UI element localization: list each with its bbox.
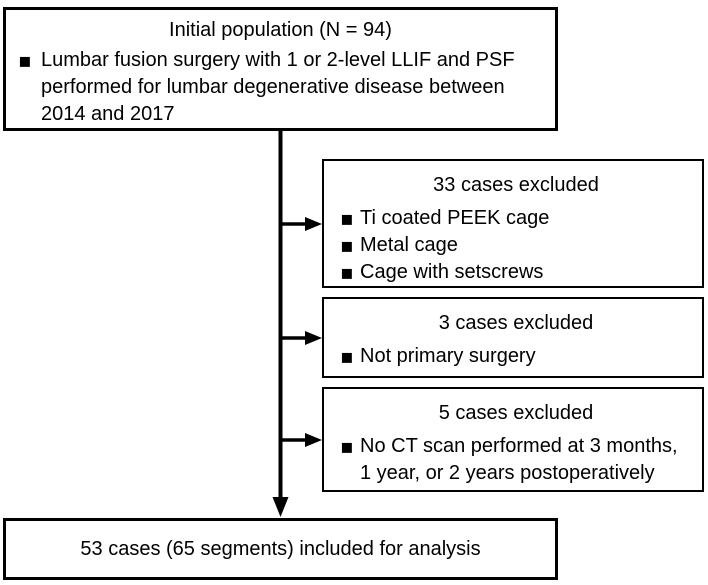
initial-population-box: Initial population (N = 94) ▪ Lumbar fus…: [3, 7, 558, 131]
initial-population-bullets: ▪ Lumbar fusion surgery with 1 or 2-leve…: [18, 47, 543, 128]
exclusion-box-1-bullets: ▪ Ti coated PEEK cage ▪ Metal cage ▪ Cag…: [340, 205, 692, 286]
final-analysis-box: 53 cases (65 segments) included for anal…: [3, 518, 558, 580]
bullet-item: ▪ Cage with setscrews: [340, 259, 692, 286]
exclusion-box-3-bullets: ▪ No CT scan performed at 3 months, 1 ye…: [340, 433, 692, 487]
exclusion-box-2: 3 cases excluded ▪ Not primary surgery: [322, 297, 704, 378]
bullet-item: ▪ No CT scan performed at 3 months, 1 ye…: [340, 433, 692, 487]
bullet-text: Metal cage: [360, 234, 458, 256]
bullet-item: ▪ Metal cage: [340, 232, 692, 259]
arrow-to-exclusion-1: [280, 217, 322, 231]
initial-population-title: Initial population (N = 94): [169, 19, 392, 41]
exclusion-box-1-title: 33 cases excluded: [433, 174, 599, 196]
bullet-item: ▪ Ti coated PEEK cage: [340, 205, 692, 232]
bullet-text: No CT scan performed at 3 months, 1 year…: [360, 435, 678, 484]
bullet-item: ▪ Lumbar fusion surgery with 1 or 2-leve…: [18, 47, 543, 128]
exclusion-box-1: 33 cases excluded ▪ Ti coated PEEK cage …: [322, 159, 704, 288]
exclusion-box-2-bullets: ▪ Not primary surgery: [340, 343, 692, 370]
exclusion-box-3-title: 5 cases excluded: [438, 402, 594, 424]
arrow-down-to-final: [272, 129, 289, 517]
bullet-square-icon: ▪: [340, 206, 354, 230]
exclusion-box-3: 5 cases excluded ▪ No CT scan performed …: [322, 387, 704, 492]
final-analysis-title: 53 cases (65 segments) included for anal…: [80, 537, 481, 560]
bullet-square-icon: ▪: [18, 48, 32, 72]
arrow-to-exclusion-3: [280, 433, 322, 447]
arrow-to-exclusion-2: [280, 331, 322, 345]
bullet-square-icon: ▪: [340, 344, 354, 368]
bullet-text: Cage with setscrews: [360, 261, 544, 283]
bullet-text: Lumbar fusion surgery with 1 or 2-level …: [41, 49, 515, 125]
bullet-square-icon: ▪: [340, 434, 354, 458]
exclusion-box-2-title: 3 cases excluded: [438, 312, 594, 334]
bullet-text: Ti coated PEEK cage: [360, 207, 550, 229]
bullet-text: Not primary surgery: [360, 345, 536, 367]
bullet-square-icon: ▪: [340, 260, 354, 284]
bullet-square-icon: ▪: [340, 233, 354, 257]
bullet-item: ▪ Not primary surgery: [340, 343, 692, 370]
